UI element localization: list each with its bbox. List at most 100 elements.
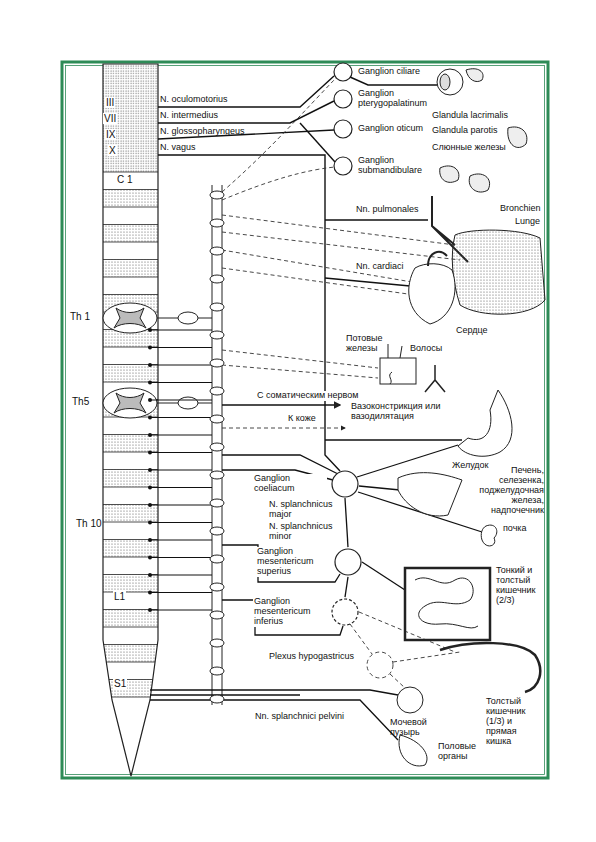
text-label: N. splanchnicus minor bbox=[268, 522, 334, 542]
chain-ganglion bbox=[210, 359, 224, 367]
preganglionic-fibre bbox=[150, 540, 212, 541]
preganglionic-fibre bbox=[150, 435, 212, 436]
segment-stipple bbox=[103, 435, 159, 453]
segment-stipple bbox=[103, 470, 159, 488]
segment-line bbox=[100, 697, 162, 698]
text-label: Lunge bbox=[515, 217, 540, 227]
text-label: Слюнные железы bbox=[432, 143, 506, 153]
text-label: Тонкий и толстый кишечник (2/3) bbox=[496, 566, 546, 606]
ganglion-outline bbox=[334, 63, 352, 81]
segment-line bbox=[100, 294, 162, 295]
preganglionic-fibre bbox=[150, 400, 212, 401]
text-label: Th 1 bbox=[70, 311, 90, 322]
neuron-dot bbox=[148, 416, 152, 420]
text-label: Потовые железы bbox=[346, 334, 388, 354]
text-label: Половые органы bbox=[438, 742, 488, 762]
neuron-dot bbox=[148, 451, 152, 455]
segment-stipple bbox=[103, 505, 159, 523]
segment-stipple bbox=[103, 225, 159, 243]
chain-ganglion bbox=[210, 499, 224, 507]
nerve-lines bbox=[150, 405, 482, 740]
segment-line bbox=[100, 242, 162, 243]
text-label: Волосы bbox=[410, 344, 442, 354]
segment-line bbox=[100, 627, 162, 628]
ganglion-node: Ganglion oticum bbox=[333, 119, 424, 139]
preganglionic-fibre bbox=[150, 610, 212, 611]
spinal-cord-outline bbox=[103, 64, 158, 776]
chain-ganglion bbox=[210, 191, 224, 199]
neuron-dot bbox=[148, 503, 152, 507]
chain-ganglion bbox=[210, 247, 224, 255]
neuron-dot bbox=[148, 398, 152, 402]
chain-ganglion bbox=[210, 471, 224, 479]
ganglion-name: Ganglion mesentericum inferius bbox=[254, 597, 326, 627]
text-label: N. vagus bbox=[160, 143, 196, 153]
preganglionic-fibre bbox=[150, 557, 212, 558]
chain-ganglion bbox=[210, 443, 224, 451]
segment-stipple bbox=[103, 645, 159, 663]
brainstem-stipple bbox=[103, 64, 159, 172]
neuron-dot bbox=[148, 573, 152, 577]
neuron-dot bbox=[148, 591, 152, 595]
text-label: Nn. splanchnici pelvini bbox=[255, 712, 344, 722]
ganglion-label: Ganglion pterygopalatinum bbox=[357, 89, 431, 109]
segment-line bbox=[100, 224, 162, 225]
text-label: Nn. pulmonales bbox=[355, 205, 420, 215]
chain-ganglion bbox=[210, 331, 224, 339]
text-label: C 1 bbox=[116, 174, 134, 185]
ganglion-node: Ganglion ciliare bbox=[333, 62, 421, 82]
neuron-dot bbox=[148, 556, 152, 560]
segment-stipple bbox=[103, 190, 159, 208]
text-label: Мочевой пузырь bbox=[390, 718, 434, 738]
chain-ganglion bbox=[210, 555, 224, 563]
chain-ganglion bbox=[210, 583, 224, 591]
text-label: VII bbox=[103, 113, 117, 124]
text-label: L1 bbox=[113, 591, 126, 602]
preganglionic-fibre bbox=[150, 330, 212, 331]
text-label: Th5 bbox=[72, 396, 89, 407]
ganglion-name: Ganglion ciliare bbox=[358, 67, 420, 77]
text-label: Вазоконстрикция или вазодилятация bbox=[350, 402, 467, 422]
neuron-dot bbox=[148, 433, 152, 437]
ganglion-circle bbox=[334, 548, 362, 576]
preganglionic-fibre bbox=[150, 382, 212, 383]
text-label: С соматическим нервом bbox=[256, 391, 359, 401]
ganglion-circle bbox=[331, 598, 359, 626]
cord-section bbox=[103, 303, 212, 418]
preganglionic-fibre bbox=[150, 505, 212, 506]
chain-ganglion bbox=[210, 611, 224, 619]
ganglion-circle bbox=[333, 62, 353, 82]
neuron-dot bbox=[148, 608, 152, 612]
neuron-dot bbox=[148, 486, 152, 490]
text-label: Печень, селезенка, поджелудочная железа,… bbox=[466, 466, 544, 515]
ganglion-circle bbox=[333, 119, 353, 139]
text-label: Plexus hypogastricus bbox=[268, 652, 355, 662]
text-label: N. intermedius bbox=[160, 111, 218, 121]
plexus-connector bbox=[345, 577, 348, 597]
text-label: почка bbox=[503, 524, 527, 534]
neuron-dot bbox=[148, 468, 152, 472]
segment-stipple bbox=[103, 540, 159, 558]
chain-ganglion bbox=[210, 275, 224, 283]
neuron-dot bbox=[148, 346, 152, 350]
text-label: IX bbox=[105, 129, 116, 140]
ganglion-label: Ganglion mesentericum superius bbox=[256, 547, 330, 577]
neuron-dot bbox=[148, 381, 152, 385]
ganglion-label: Ganglion submandibulare bbox=[357, 156, 431, 176]
plexus-connector bbox=[345, 498, 348, 547]
chain-ganglion bbox=[210, 387, 224, 395]
segment-line bbox=[100, 644, 162, 645]
text-label: N. oculomotorius bbox=[160, 95, 228, 105]
segment-line bbox=[100, 277, 162, 278]
preganglionic-fibre bbox=[150, 365, 212, 366]
ganglion-label: Ganglion coeliacum bbox=[253, 474, 327, 494]
segment-stipple bbox=[103, 575, 159, 593]
text-label: Nn. cardiaci bbox=[355, 262, 405, 272]
chain-ganglion bbox=[210, 695, 224, 703]
ganglion-outline bbox=[332, 599, 358, 625]
ganglion-outline bbox=[335, 549, 361, 575]
text-label: X bbox=[108, 145, 117, 156]
ganglion-outline bbox=[334, 120, 352, 138]
dashed-fibres bbox=[222, 78, 460, 688]
preganglionic-fibre bbox=[150, 522, 212, 523]
